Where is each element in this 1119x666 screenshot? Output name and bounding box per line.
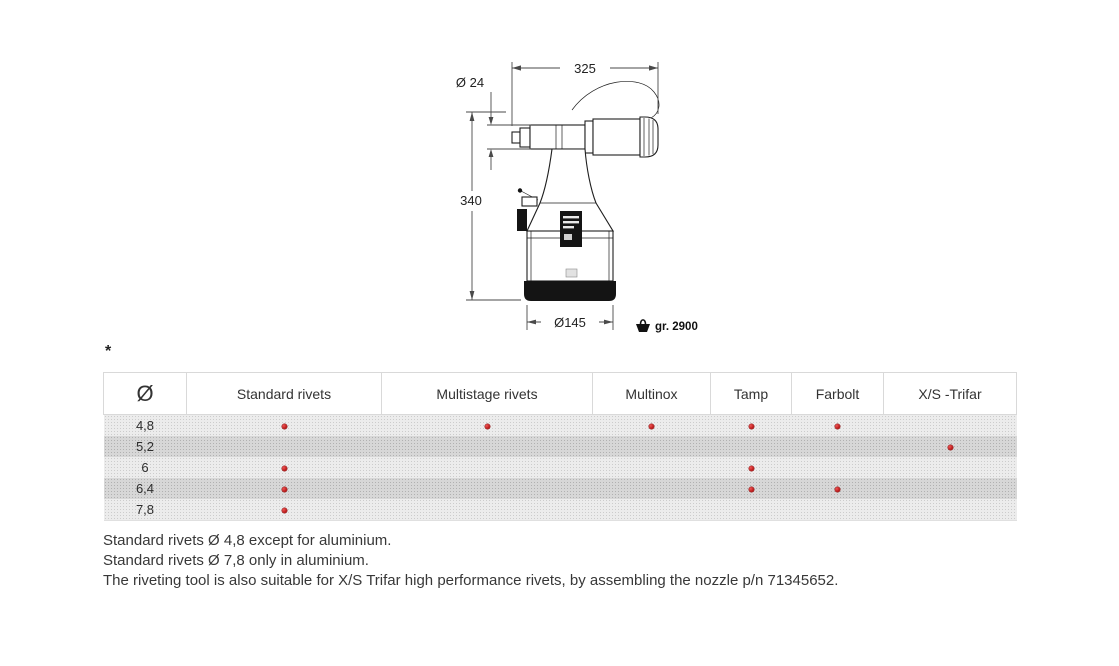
hanging-loop: [571, 81, 660, 119]
barrel: [529, 124, 586, 150]
dim-height-label: 340: [460, 193, 482, 208]
column-header: Multistage rivets: [381, 372, 593, 415]
dim-base-diameter-label: Ø145: [554, 315, 586, 330]
footnote-line: Standard rivets Ø 4,8 except for alumini…: [103, 532, 392, 549]
table-row: 5,2: [103, 436, 1017, 457]
weight-spec: gr. 2900: [636, 319, 698, 333]
weight-label: gr. 2900: [655, 321, 698, 333]
footnote-line: Standard rivets Ø 7,8 only in aluminium.: [103, 552, 369, 569]
base-band: [524, 281, 616, 301]
compatibility-dot-icon: [748, 487, 754, 493]
compatibility-cell: [884, 436, 1017, 457]
compatibility-cell: [187, 415, 382, 437]
rivet-size: 5,2: [135, 439, 155, 454]
compatibility-cell: [884, 478, 1017, 499]
tool-nameplate: [560, 211, 582, 247]
column-header: Multinox: [592, 372, 711, 415]
compatibility-cell: [187, 457, 382, 478]
dim-nozzle-diameter-label: Ø 24: [456, 75, 484, 90]
compatibility-cell: [792, 457, 884, 478]
compatibility-cell: [593, 478, 711, 499]
air-inlet: [517, 209, 527, 231]
compatibility-cell: [711, 457, 792, 478]
table-note-marker: *: [105, 343, 112, 360]
compatibility-cell: [187, 478, 382, 499]
compatibility-dot-icon: [947, 445, 953, 451]
compatibility-dot-icon: [281, 508, 287, 514]
dim-length-label: 325: [574, 61, 596, 76]
rivet-tool-diagram: 325 Ø 24 340 Ø145 gr. 2900: [456, 61, 698, 333]
nozzle-collar: [519, 127, 531, 148]
compatibility-cell: [593, 436, 711, 457]
column-header: X/S -Trifar: [883, 372, 1017, 415]
compatibility-cell: [711, 436, 792, 457]
compatibility-cell: [382, 478, 593, 499]
compatibility-dot-icon: [281, 487, 287, 493]
rivet-size: 4,8: [135, 418, 155, 433]
compatibility-cell: [593, 415, 711, 437]
compatibility-cell: [884, 457, 1017, 478]
column-header: Farbolt: [791, 372, 884, 415]
dimension-nozzle-diameter: Ø 24: [456, 75, 531, 170]
rear-cylinder: [592, 118, 641, 156]
table-row: 7,8: [103, 499, 1017, 521]
compatibility-cell: [592, 499, 711, 521]
table-row: 6,4: [103, 478, 1017, 499]
dimension-height: 340: [460, 111, 521, 301]
column-header: Standard rivets: [186, 372, 382, 415]
rivet-size: 7,8: [103, 499, 187, 521]
compatibility-cell: [186, 499, 382, 521]
rivet-size: 6,4: [135, 481, 155, 496]
compatibility-cell: [710, 499, 792, 521]
coupling-ring: [584, 120, 594, 154]
compatibility-cell: [791, 499, 884, 521]
compatibility-cell: [381, 499, 593, 521]
compatibility-cell: [792, 436, 884, 457]
compatibility-cell: [382, 415, 593, 437]
dimension-base-diameter: Ø145: [526, 305, 614, 330]
compatibility-cell: [883, 499, 1017, 521]
compatibility-cell: [711, 415, 792, 437]
compatibility-cell: [382, 457, 593, 478]
valve-body: [521, 196, 538, 207]
weight-icon: [636, 319, 650, 332]
rivet-size: 6: [141, 460, 149, 475]
compatibility-cell: [593, 457, 711, 478]
table-row: 4,8: [103, 414, 1017, 437]
compatibility-cell: [792, 478, 884, 499]
compatibility-cell: [884, 415, 1017, 437]
compatibility-cell: [792, 415, 884, 437]
compatibility-dot-icon: [649, 424, 654, 430]
footnotes: Standard rivets Ø 4,8 except for alumini…: [103, 531, 838, 591]
base-label: [565, 268, 578, 278]
column-header: Tamp: [710, 372, 792, 415]
column-header-diameter: Ø: [103, 372, 187, 415]
compatibility-dot-icon: [748, 424, 754, 430]
compatibility-dot-icon: [835, 424, 840, 430]
compatibility-dot-icon: [281, 466, 287, 472]
compatibility-dot-icon: [835, 487, 840, 493]
compatibility-dot-icon: [281, 424, 287, 430]
compatibility-dot-icon: [484, 424, 490, 430]
nozzle-tip: [511, 131, 521, 144]
footnote-line: The riveting tool is also suitable for X…: [103, 572, 839, 589]
compatibility-cell: [382, 436, 593, 457]
rivet-tool-illustration: [511, 81, 660, 301]
compatibility-cell: [711, 478, 792, 499]
table-row: 6: [103, 457, 1017, 478]
compatibility-dot-icon: [748, 466, 754, 472]
dimension-length: 325: [511, 61, 659, 126]
compatibility-cell: [187, 436, 382, 457]
